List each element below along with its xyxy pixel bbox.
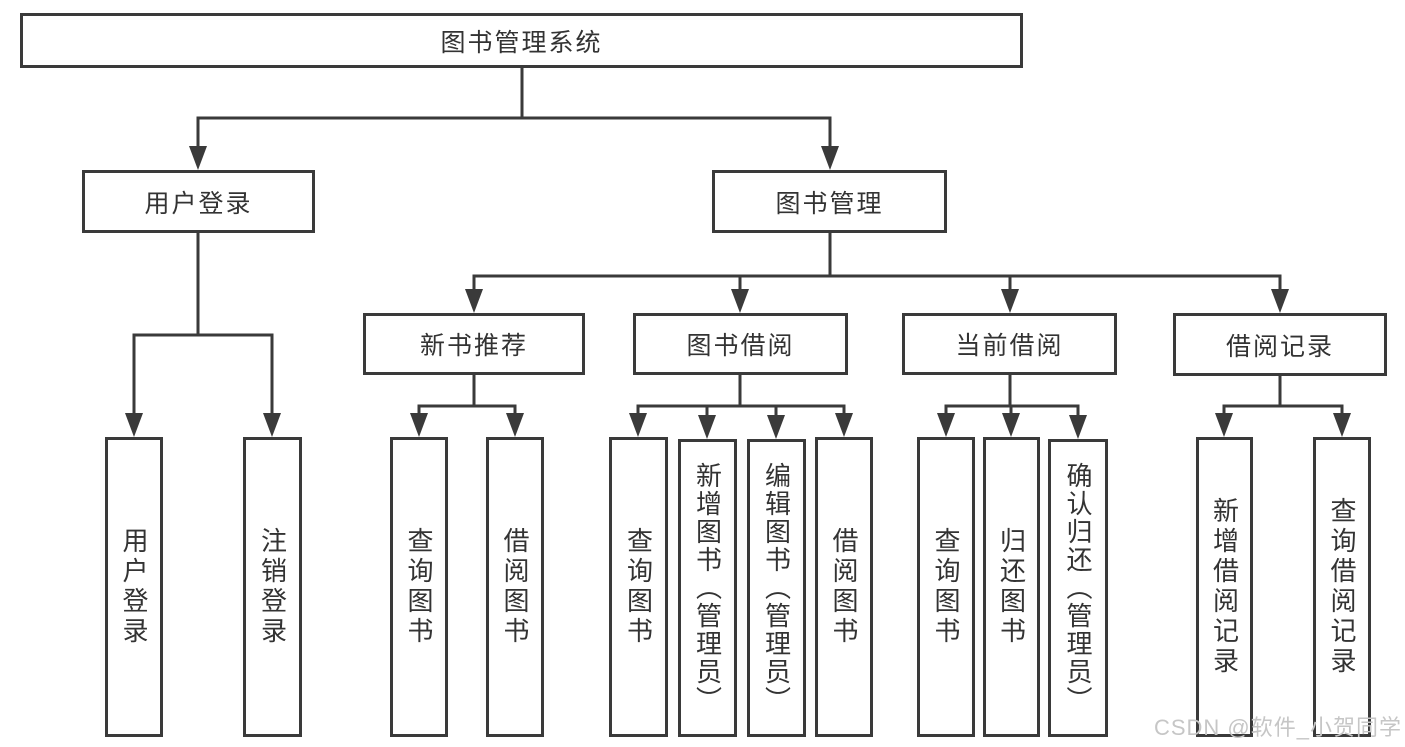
- leaf-borrow-books: 借阅图书: [815, 437, 873, 737]
- leaf-return-books: 归还图书: [983, 437, 1040, 737]
- leaf-query-borrow-record: 查询借阅记录: [1313, 437, 1371, 737]
- leaf-edit-books-admin: 编辑图书（管理员）: [747, 439, 806, 737]
- leaf-borrow-books-recommend: 借阅图书: [486, 437, 544, 737]
- leaf-confirm-return-admin: 确认归还（管理员）: [1048, 439, 1108, 737]
- node-book-management: 图书管理: [712, 170, 947, 233]
- leaf-add-borrow-record: 新增借阅记录: [1196, 437, 1253, 737]
- csdn-watermark: CSDN @软件_小贺同学: [1153, 715, 1402, 740]
- node-library-management-system: 图书管理系统: [20, 13, 1023, 68]
- connector-current-borrow-children: [937, 375, 1087, 439]
- connector-book-mgmt-children: [465, 233, 1289, 313]
- node-borrowing-records: 借阅记录: [1173, 313, 1387, 376]
- node-user-login: 用户登录: [82, 170, 315, 233]
- leaf-query-books-borrow: 查询图书: [609, 437, 668, 737]
- leaf-user-login: 用户登录: [105, 437, 163, 737]
- connector-borrow-record-children: [1215, 376, 1351, 437]
- node-current-borrowing: 当前借阅: [902, 313, 1117, 375]
- leaf-query-books-current: 查询图书: [917, 437, 975, 737]
- node-book-borrowing: 图书借阅: [633, 313, 848, 375]
- leaf-add-books-admin: 新增图书（管理员）: [678, 439, 737, 737]
- leaf-logout: 注销登录: [243, 437, 302, 737]
- connector-root-to-level2: [189, 68, 839, 170]
- connector-book-borrow-children: [629, 375, 853, 439]
- leaf-query-books-recommend: 查询图书: [390, 437, 448, 737]
- connector-new-book-rec-children: [410, 375, 524, 437]
- node-new-book-recommendation: 新书推荐: [363, 313, 585, 375]
- connector-user-login-children: [125, 233, 281, 437]
